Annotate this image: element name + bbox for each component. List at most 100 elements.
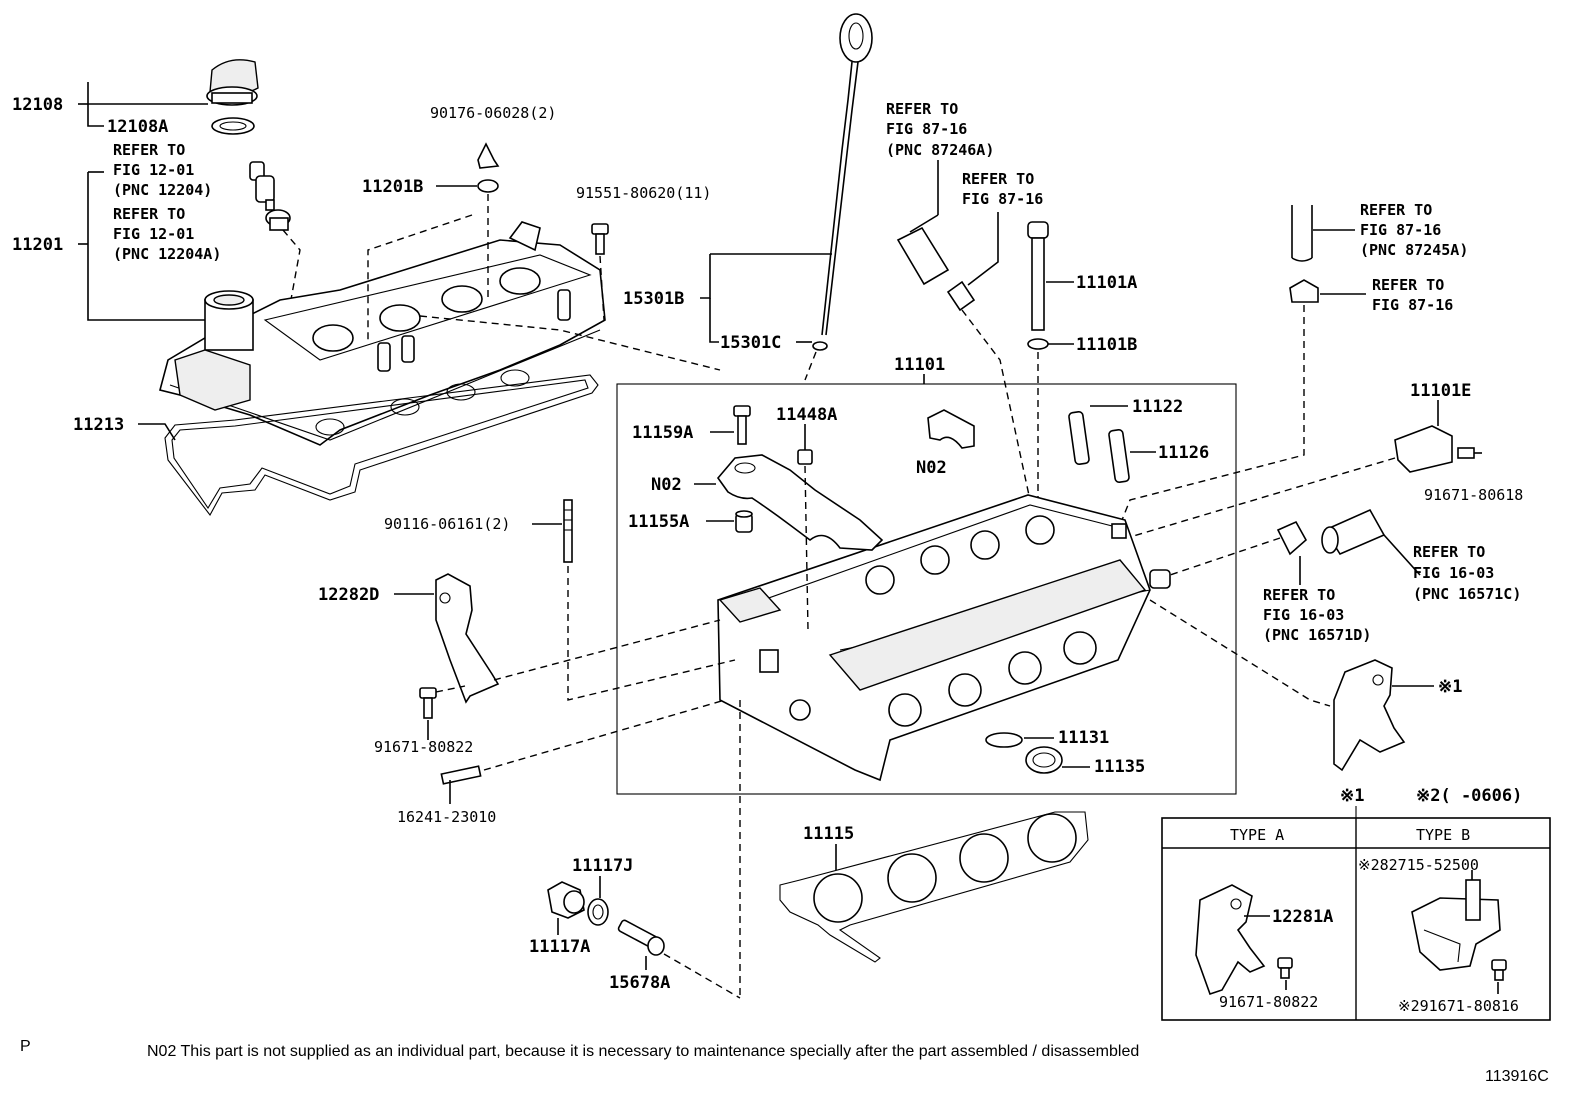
head-gasket-drawing <box>779 811 1089 963</box>
refer-text-line: REFER TO <box>113 205 185 223</box>
refer-87245A: REFER TO FIG 87-16 (PNC 87245A) <box>1360 201 1468 259</box>
type-b-header: TYPE B <box>1416 826 1470 844</box>
label-N02-left: N02 <box>651 475 682 495</box>
label-mark1: ※1 <box>1340 786 1364 806</box>
label-11117A: 11117A <box>529 937 590 957</box>
refer-text-line: FIG 16-03 <box>1413 564 1494 582</box>
label-91551-80620: 91551-80620(11) <box>576 184 711 202</box>
type-b-part-label: ※282715-52500 <box>1358 856 1479 874</box>
label-11131: 11131 <box>1058 728 1109 748</box>
guide-11122-drawing <box>1068 410 1130 484</box>
type-a-bracket-drawing <box>1195 884 1293 996</box>
label-11101A: 11101A <box>1076 273 1137 293</box>
label-11135: 11135 <box>1094 757 1145 777</box>
stud-16241-drawing <box>440 765 482 785</box>
label-11159A: 11159A <box>632 423 693 443</box>
refer-16571C: REFER TO FIG 16-03 (PNC 16571C) <box>1413 543 1521 603</box>
label-mark1-bracket: ※1 <box>1438 677 1462 697</box>
refer-text-line: FIG 12-01 <box>113 161 194 179</box>
label-11201B: 11201B <box>362 177 423 197</box>
p-mark: P <box>20 1038 31 1055</box>
label-90176-06028: 90176-06028(2) <box>430 104 556 122</box>
type-b-bolt-label: ※291671-80816 <box>1398 997 1519 1015</box>
type-b-bracket-drawing <box>1411 879 1507 981</box>
n02-footnote: N02 This part is not supplied as an indi… <box>147 1043 1140 1060</box>
label-91671-80618: 91671-80618 <box>1424 486 1523 504</box>
stud-90116-drawing <box>563 499 573 563</box>
label-11115: 11115 <box>803 824 854 844</box>
refer-text-line: FIG 87-16 <box>1360 221 1441 239</box>
pin-15678A-drawing <box>617 919 665 956</box>
cam-carrier-n02-drawing <box>716 454 884 551</box>
seal-11131-drawing <box>985 732 1063 774</box>
clip-87-16-drawing <box>1289 279 1366 303</box>
refer-text-line: FIG 12-01 <box>113 225 194 243</box>
label-12282D: 12282D <box>318 585 379 605</box>
refer-87-16-a: REFER TO FIG 87-16 <box>962 170 1043 208</box>
label-N02-right: N02 <box>916 458 947 478</box>
oil-filler-cap-drawing <box>206 59 259 135</box>
refer-text-line: FIG 16-03 <box>1263 606 1344 624</box>
cylinder-head-drawing <box>717 494 1171 782</box>
refer-87246A: REFER TO FIG 87-16 (PNC 87246A) <box>886 100 994 159</box>
cylinder-head-group-box <box>616 383 1237 795</box>
refer-text-line: (PNC 16571C) <box>1413 585 1521 603</box>
refer-text-line: (PNC 12204A) <box>113 245 221 263</box>
refer-text-line: REFER TO <box>1360 201 1432 219</box>
refer-text-line: (PNC 87246A) <box>886 141 994 159</box>
refer-text-line: (PNC 12204) <box>113 181 212 199</box>
label-11122: 11122 <box>1132 397 1183 417</box>
bracket-mark1-drawing <box>1333 659 1406 772</box>
label-11155A: 11155A <box>628 512 689 532</box>
hose-87246A-drawing <box>896 160 950 286</box>
refer-text-line: REFER TO <box>113 141 185 159</box>
pcv-valve-drawing <box>249 161 291 231</box>
bolt-91551-drawing <box>591 223 609 255</box>
refer-text-line: REFER TO <box>1372 276 1444 294</box>
refer-text-line: REFER TO <box>962 170 1034 188</box>
type-a-header: TYPE A <box>1230 826 1284 844</box>
refer-87-16-b: REFER TO FIG 87-16 <box>1372 276 1453 314</box>
label-mark2-range: ※2( -0606) <box>1416 786 1522 806</box>
type-table: TYPE A TYPE B 12281A 91671-80822 ※282715… <box>1161 806 1551 1021</box>
head-bolt-drawing <box>1027 221 1049 350</box>
type-a-part-label: 12281A <box>1272 907 1333 927</box>
hose-clip-drawing <box>946 212 999 312</box>
label-15301C: 15301C <box>720 333 781 353</box>
hose-87245A-drawing <box>1291 205 1355 262</box>
refer-12204A: REFER TO FIG 12-01 (PNC 12204A) <box>113 205 221 263</box>
oil-dipstick-drawing <box>812 13 873 351</box>
label-16241-23010: 16241-23010 <box>397 808 496 826</box>
refer-text-line: REFER TO <box>886 100 958 118</box>
bearing-cap-n02-drawing <box>927 409 975 449</box>
figure-id: 113916C <box>1485 1068 1549 1085</box>
head-cover-gasket-drawing <box>164 369 599 517</box>
label-11117J: 11117J <box>572 856 633 876</box>
nut-90176-drawing <box>477 142 500 193</box>
plug-11117-drawing <box>547 881 609 926</box>
label-15301B: 15301B <box>623 289 684 309</box>
type-a-bolt-label: 91671-80822 <box>1219 993 1318 1011</box>
cylinder-head-cover-drawing <box>159 221 606 446</box>
refer-16571D: REFER TO FIG 16-03 (PNC 16571D) <box>1263 586 1371 644</box>
refer-text-line: FIG 87-16 <box>886 120 967 138</box>
bolt-11159A-drawing <box>733 405 751 445</box>
label-11101: 11101 <box>894 355 945 375</box>
refer-12204: REFER TO FIG 12-01 (PNC 12204) <box>113 141 212 199</box>
water-hose-drawing <box>1276 508 1421 576</box>
label-91671-80822: 91671-80822 <box>374 738 473 756</box>
label-12108: 12108 <box>12 95 63 115</box>
part-11448A-drawing <box>797 449 813 465</box>
pin-11155A-drawing <box>735 510 753 533</box>
label-11213: 11213 <box>73 415 124 435</box>
label-11101B: 11101B <box>1076 335 1137 355</box>
refer-text-line: (PNC 16571D) <box>1263 626 1371 644</box>
label-11201: 11201 <box>12 235 63 255</box>
bolt-91671-80822-drawing <box>419 687 437 719</box>
sensor-11101E-drawing <box>1394 425 1482 473</box>
bracket-12282D-drawing <box>435 573 500 704</box>
label-11448A: 11448A <box>776 405 837 425</box>
label-15678A: 15678A <box>609 973 670 993</box>
label-11126: 11126 <box>1158 443 1209 463</box>
